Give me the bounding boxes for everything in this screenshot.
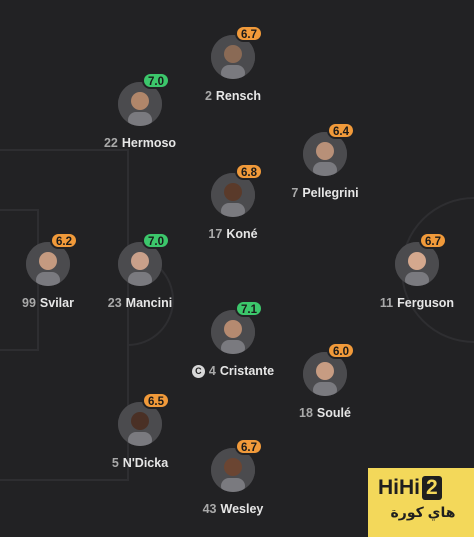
player-name: Rensch xyxy=(215,89,262,103)
player-number: 17 xyxy=(208,227,223,241)
player-number: 23 xyxy=(107,296,122,310)
player-number: 5 xyxy=(111,456,119,470)
player-name: Soulé xyxy=(316,406,351,420)
player-name: Hermoso xyxy=(121,136,177,150)
player-photo: 6.8 xyxy=(211,163,263,217)
rating-badge: 6.7 xyxy=(235,25,263,42)
player-number: 18 xyxy=(299,406,313,420)
rating-badge: 6.4 xyxy=(327,122,355,139)
watermark-brand-number: 2 xyxy=(422,476,442,500)
player-photo: 6.7 xyxy=(211,25,263,79)
watermark-brand-text: HiHi xyxy=(378,476,420,499)
watermark-subtitle: هاي كورة xyxy=(390,504,456,520)
player-photo: 6.0 xyxy=(303,342,355,396)
player-photo: 7.1 xyxy=(211,300,263,354)
player-photo: 6.5 xyxy=(118,392,170,446)
player-number: 99 xyxy=(22,296,36,310)
player-number: 4 xyxy=(208,364,216,378)
player-photo: 6.4 xyxy=(303,122,355,176)
player-name: Svilar xyxy=(39,296,74,310)
rating-badge: 7.0 xyxy=(142,232,170,249)
player-photo: 6.7 xyxy=(395,232,447,286)
captain-icon: C xyxy=(191,364,205,378)
rating-badge: 7.0 xyxy=(142,72,170,89)
player-number: 7 xyxy=(291,186,299,200)
player-name: Cristante xyxy=(219,364,275,378)
player-photo: 7.0 xyxy=(118,232,170,286)
player-name: Pellegrini xyxy=(302,186,359,200)
player-number: 22 xyxy=(103,136,118,150)
rating-badge: 6.8 xyxy=(235,163,263,180)
rating-badge: 6.7 xyxy=(419,232,447,249)
player-number: 43 xyxy=(202,502,217,516)
rating-badge: 7.1 xyxy=(235,300,263,317)
rating-badge: 6.2 xyxy=(50,232,78,249)
player-name: N'Dicka xyxy=(122,456,169,470)
player-number: 11 xyxy=(379,296,394,310)
player-number: 2 xyxy=(204,89,212,103)
player-name: Wesley xyxy=(220,502,264,516)
player-photo: 6.2 xyxy=(26,232,78,286)
rating-badge: 6.0 xyxy=(327,342,355,359)
player-name: Koné xyxy=(226,227,258,241)
player-photo: 6.7 xyxy=(211,438,263,492)
player-name: Ferguson xyxy=(397,296,455,310)
rating-badge: 6.5 xyxy=(142,392,170,409)
player-name: Mancini xyxy=(125,296,173,310)
rating-badge: 6.7 xyxy=(235,438,263,455)
player-photo: 7.0 xyxy=(118,72,170,126)
